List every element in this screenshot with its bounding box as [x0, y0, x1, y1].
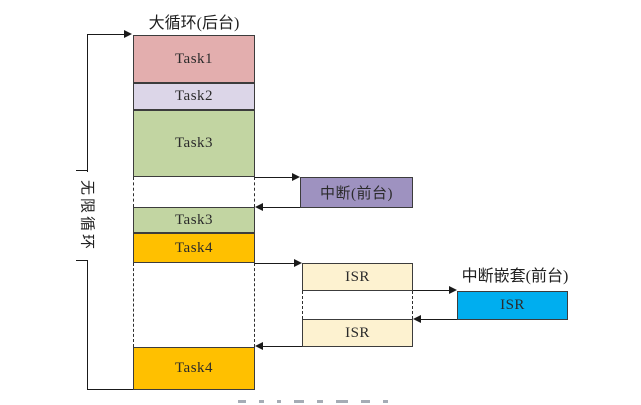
stack-gap1-dashed-left [133, 177, 134, 207]
task3-label: Task3 [174, 135, 214, 151]
connector-interrupt-return [263, 207, 300, 208]
connector-isr-return-to-task4 [263, 346, 302, 347]
cropped-caption-fragment [238, 400, 478, 403]
isr-second-label: ISR [345, 324, 370, 341]
loop-line-break-tick-bottom [76, 260, 88, 261]
connector-task4-to-isr [255, 263, 294, 264]
infinite-loop-label: 无限循环 [78, 179, 95, 253]
nested-isr-box: ISR [457, 291, 568, 320]
isr-first-label: ISR [345, 268, 370, 285]
task1-label: Task1 [174, 50, 214, 67]
arrowhead-left-icon [255, 203, 263, 211]
task3-resume-label: Task3 [174, 211, 214, 228]
stack-gap1-dashed-right [254, 177, 255, 207]
stack-gap2-dashed-right [254, 263, 255, 347]
nested-isr-label: ISR [500, 297, 525, 313]
task4-block: Task4 [133, 233, 255, 263]
loop-line-left-upper [87, 34, 88, 172]
arrowhead-right-icon [124, 30, 132, 38]
isr-gap-dashed-right [412, 291, 413, 319]
stack-gap2-dashed-left [133, 263, 134, 347]
connector-nested-isr-return [421, 319, 457, 320]
interrupt-label: 中断(前台) [320, 186, 393, 202]
loop-line-break-tick-top [76, 170, 88, 171]
task3-resume-block: Task3 [133, 207, 255, 233]
loop-line-bottom [87, 389, 133, 390]
arrowhead-right-icon [292, 173, 300, 181]
connector-task3-to-interrupt [255, 177, 293, 178]
task4-label: Task4 [174, 239, 214, 256]
arrowhead-right-icon [294, 259, 302, 267]
connector-isr-to-nested-isr [413, 290, 449, 291]
arrowhead-left-icon [255, 342, 263, 350]
isr-first-box: ISR [302, 263, 413, 291]
nested-interrupt-title: 中断嵌套(前台) [461, 268, 569, 285]
task3-block: Task3 [133, 110, 255, 177]
arrowhead-left-icon [413, 315, 421, 323]
background-loop-title: 大循环(后台) [148, 15, 240, 32]
task2-block: Task2 [133, 83, 255, 110]
task4-resume-block: Task4 [133, 347, 255, 390]
isr-second-box: ISR [302, 319, 413, 347]
task1-block: Task1 [133, 35, 255, 83]
loop-line-top [87, 34, 124, 35]
task4-resume-label: Task4 [174, 360, 214, 376]
isr-gap-dashed-left [302, 291, 303, 319]
arrowhead-right-icon [449, 286, 457, 294]
task2-label: Task2 [174, 88, 214, 104]
loop-line-left-lower [87, 261, 88, 390]
interrupt-box: 中断(前台) [300, 177, 413, 208]
